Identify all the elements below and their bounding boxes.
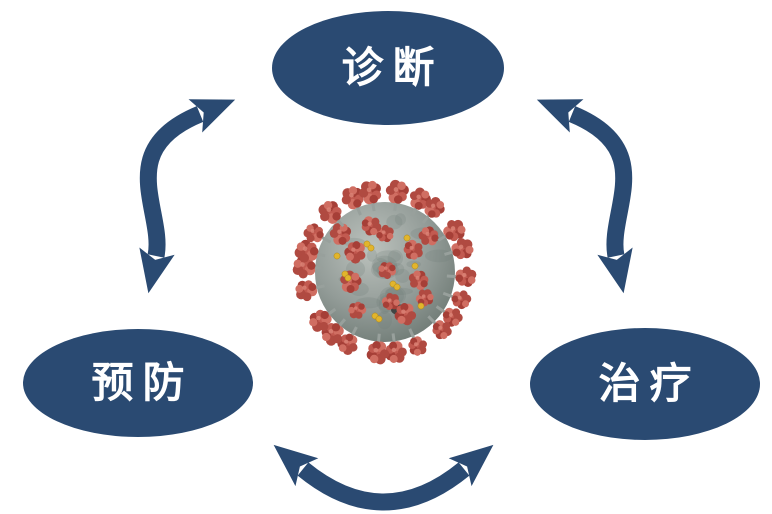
node-diagnosis: 诊断	[272, 11, 504, 125]
node-treatment: 治疗	[530, 328, 760, 440]
node-treatment-label: 治疗	[598, 359, 701, 408]
coronavirus-image	[292, 179, 477, 365]
node-diagnosis-label: 诊断	[341, 43, 444, 92]
connector-diagnosis-treatment	[536, 99, 633, 294]
node-prevention-label: 预防	[91, 358, 194, 407]
connector-treatment-prevention	[273, 444, 494, 511]
node-prevention: 预防	[23, 329, 253, 437]
connector-prevention-diagnosis	[139, 99, 236, 294]
